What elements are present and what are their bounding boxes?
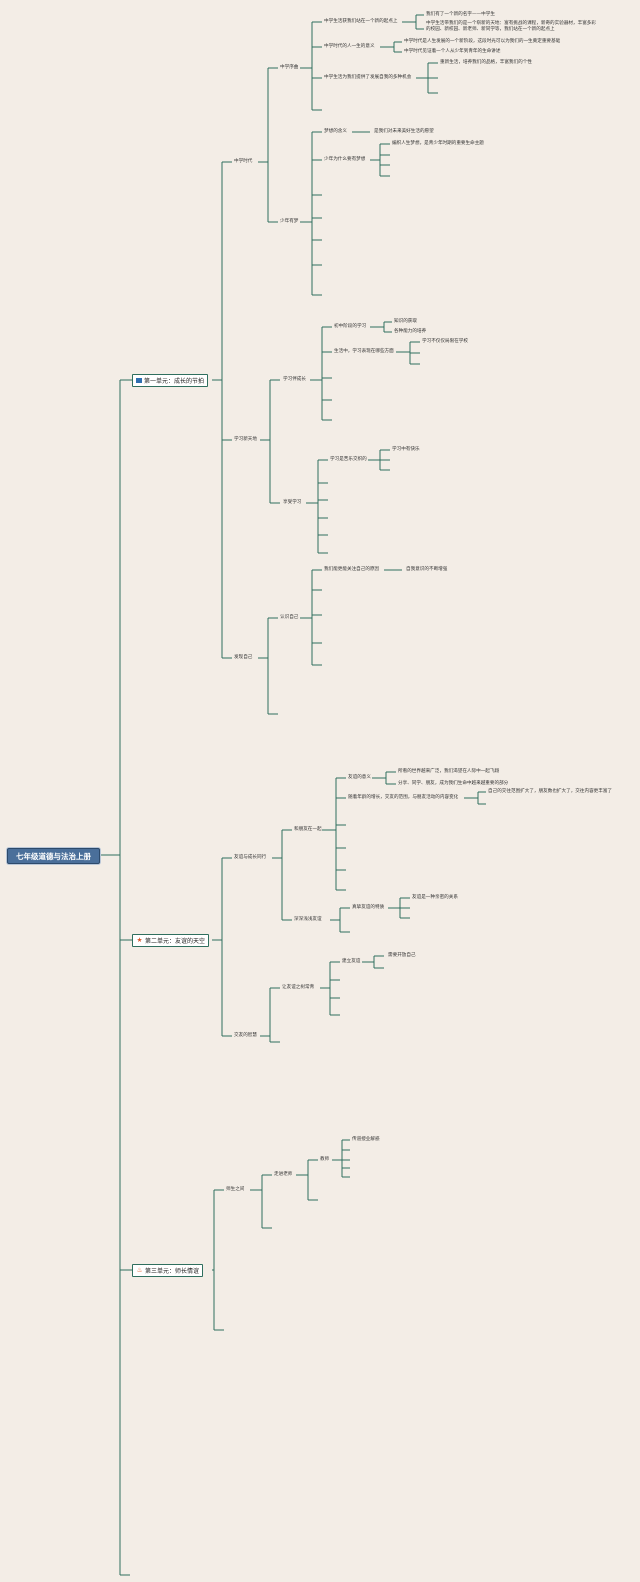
node-c2-1[interactable]: 学习不仅仅局限在学校	[422, 339, 468, 344]
topic-faxian-ziji[interactable]: 发现自己	[234, 655, 253, 660]
node-e1-1[interactable]: 自我意识的不断增强	[406, 567, 448, 572]
node-f1[interactable]: 友谊的意义	[348, 775, 371, 780]
node-b2-1[interactable]: 编织人生梦想，是青少年时期的重要生命主题	[392, 141, 484, 146]
node-c1-2[interactable]: 各种能力的培养	[394, 329, 427, 334]
node-a3[interactable]: 中学生活为我们提供了发展自我的多种机会	[324, 75, 412, 80]
root-topic[interactable]: 七年级道德与法治上册	[7, 848, 100, 864]
unit-1-label: 第一单元：成长的节拍	[144, 378, 205, 385]
node-b1[interactable]: 梦想的含义	[324, 129, 347, 134]
topic-xuexi-xintiandi[interactable]: 学习新天地	[234, 437, 257, 442]
node-c1-1[interactable]: 知识的获取	[394, 319, 417, 324]
topic-xiangshou-xuexi[interactable]: 享受学习	[283, 500, 302, 505]
node-d1-1[interactable]: 学习中有快乐	[392, 447, 420, 452]
topic-youyi-chengzhang[interactable]: 友谊与成长同行	[234, 855, 267, 860]
node-i1-1[interactable]: 传道授业解惑	[352, 1137, 380, 1142]
node-h1[interactable]: 建立友谊	[342, 959, 361, 964]
node-f2-1[interactable]: 自己的交往范围扩大了，朋友数也扩大了，交往内容更丰富了	[488, 789, 613, 794]
topic-shenshen-youyi[interactable]: 深深浅浅友谊	[294, 917, 322, 922]
node-a2-2[interactable]: 中学时代见证着一个人从少年到青年的生命讲述	[404, 49, 501, 54]
flag-icon	[136, 378, 142, 383]
node-a2-1[interactable]: 中学时代是人生发展的一个新阶段，这段时光可以为我们的一生奠定重要基础	[404, 39, 561, 44]
node-f2[interactable]: 随着年龄的增长，交友的范围，与朋友活动的内容变化	[348, 795, 459, 800]
fire-icon: ♨	[136, 1266, 143, 1274]
node-h1-1[interactable]: 需要开放自己	[388, 953, 416, 958]
unit-1-node[interactable]: 第一单元：成长的节拍	[132, 374, 209, 387]
node-d1[interactable]: 学习是苦乐交织的	[330, 457, 367, 462]
topic-xuexi-ban-chengzhang[interactable]: 学习伴成长	[283, 377, 306, 382]
node-a2[interactable]: 中学时代的人一生的意义	[324, 44, 375, 49]
topic-he-pengyou[interactable]: 和朋友在一起	[294, 827, 322, 832]
node-f1-2[interactable]: 分享、同学、朋友，成为我们生命中越来越重要的部分	[398, 781, 509, 786]
topic-shaonian-youmeng[interactable]: 少年有梦	[280, 219, 299, 224]
node-b2[interactable]: 少年为什么要有梦想	[324, 157, 366, 162]
node-c2[interactable]: 生活中，学习表现在哪些方面	[334, 349, 394, 354]
node-a1-2[interactable]: 中学生活带我们的是一个崭新的天地：富有挑战的课程，新奇的实验器材，丰富多彩的校园…	[426, 21, 596, 32]
node-g1-1[interactable]: 友谊是一种亲密的关系	[412, 895, 458, 900]
unit-3-node[interactable]: ♨ 第三单元：师长情谊	[132, 1264, 204, 1277]
topic-shisheng-zhijian[interactable]: 师生之间	[226, 1187, 245, 1192]
node-a3-1[interactable]: 重新生活，培养我们的品格，丰富我们的个性	[440, 60, 532, 65]
node-e1[interactable]: 我们能更能关注自己的原因	[324, 567, 380, 572]
topic-renshi-ziji[interactable]: 认识自己	[280, 615, 299, 620]
star-icon: ★	[136, 936, 143, 944]
topic-zhongxue-shidai[interactable]: 中学时代	[234, 159, 253, 164]
node-b1-1[interactable]: 是我们对未来美好生活的愿望	[374, 129, 434, 134]
node-g1[interactable]: 真挚友谊的特质	[352, 905, 385, 910]
topic-zoujin-laoshi[interactable]: 走进老师	[274, 1172, 293, 1177]
unit-2-label: 第二单元：友谊的天空	[145, 938, 206, 945]
topic-zhongxue-xuqu[interactable]: 中学序曲	[280, 65, 299, 70]
node-i1[interactable]: 教师	[320, 1157, 330, 1162]
node-f1-1[interactable]: 所看的世界越来广泛，我们渴望在人际中一起飞翔	[398, 769, 500, 774]
unit-3-label: 第三单元：师长情谊	[145, 1268, 200, 1275]
topic-jiaoyou-zhihui[interactable]: 交友的智慧	[234, 1033, 257, 1038]
node-a1-1[interactable]: 我们有了一个新的名字——中学生	[426, 12, 495, 17]
node-a1[interactable]: 中学生活获我们站在一个新的起点上	[324, 19, 398, 24]
node-c1[interactable]: 初中阶段的学习	[334, 324, 367, 329]
topic-rang-youyi[interactable]: 让友谊之树常青	[282, 985, 315, 990]
unit-2-node[interactable]: ★ 第二单元：友谊的天空	[132, 934, 210, 947]
